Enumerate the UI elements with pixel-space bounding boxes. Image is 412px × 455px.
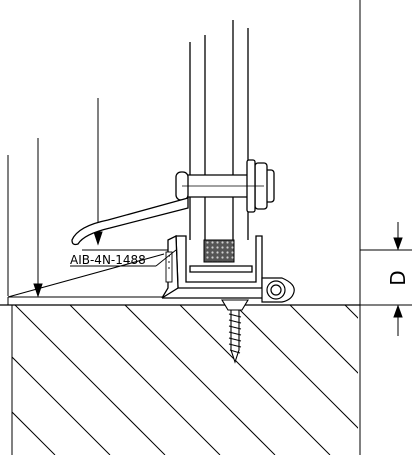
lever-handle [71, 197, 189, 246]
dimension-d [360, 222, 412, 336]
sloped-screed [7, 253, 165, 305]
clamp-bolt [175, 159, 275, 213]
dimension-d-label: D [386, 270, 410, 285]
side-seal [165, 251, 173, 283]
fixing-screw [221, 299, 249, 364]
floor-slab [0, 304, 360, 455]
part-leader [70, 249, 177, 267]
gasket-block [203, 239, 235, 263]
pivot-knob [261, 277, 295, 303]
glass-panes [189, 20, 249, 240]
part-number-label: AIB-4N-1488 [70, 253, 146, 267]
